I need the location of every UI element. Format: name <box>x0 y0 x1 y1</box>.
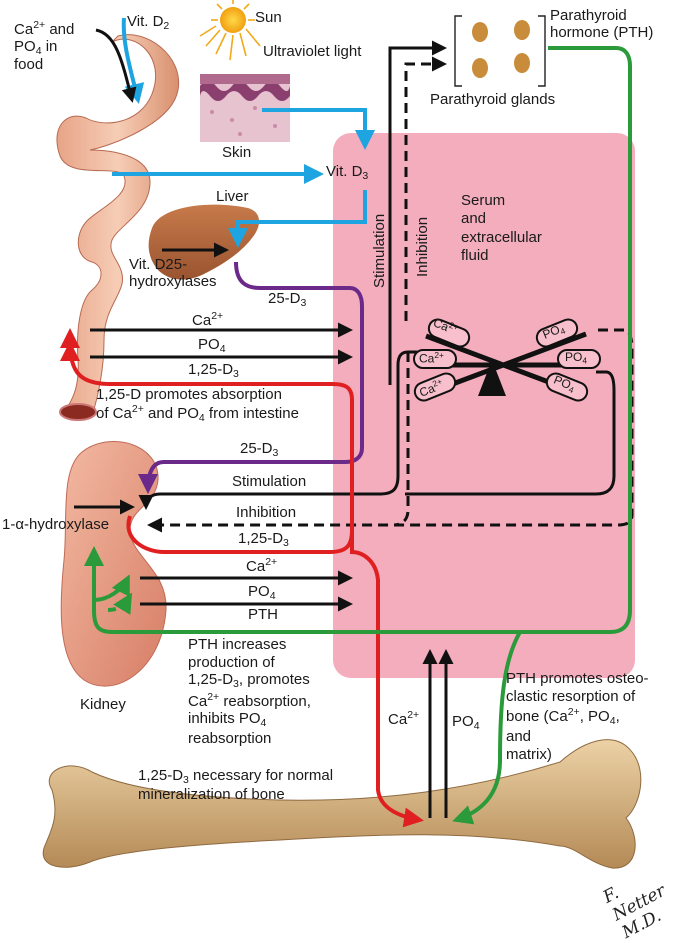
parathyroid-glands-label: Parathyroid glands <box>430 92 555 109</box>
alpha-hydroxylase-label: 1-α-hydroxylase <box>2 517 109 534</box>
intestine-phosphate-label: PO4 <box>198 337 226 356</box>
sensor-calcium-2: Ca2+ <box>419 351 444 366</box>
stimulation-vertical-label: Stimulation <box>371 214 388 288</box>
liver-label: Liver <box>216 189 249 206</box>
vitamin-d25-hydroxylases-label: Vit. D25-hydroxylases <box>129 257 217 291</box>
kidney-pth-label: PTH <box>248 607 278 624</box>
stimulation-horizontal-label: Stimulation <box>232 474 306 491</box>
kidney-calcium-label: Ca2+ <box>246 557 277 576</box>
bone-calcium-label: Ca2+ <box>388 710 419 729</box>
inhibition-horizontal-label: Inhibition <box>236 505 296 522</box>
mineral-homeostasis-diagram <box>0 0 674 909</box>
inhibition-vertical-label: Inhibition <box>414 217 431 277</box>
skin-label: Skin <box>222 145 251 162</box>
kidney-label: Kidney <box>80 697 126 714</box>
bone-phosphate-label: PO4 <box>452 714 480 733</box>
sun-label: Sun <box>255 10 282 27</box>
pth-bone-note: PTH promotes osteo-clastic resorption of… <box>506 670 649 764</box>
sun-icon <box>200 0 260 60</box>
kidney-125-d3-label: 1,25-D3 <box>238 531 289 550</box>
parathyroid-glands-illustration <box>455 16 545 86</box>
intestine-125-d3-label: 1,25-D3 <box>188 362 239 381</box>
ultraviolet-label: Ultraviolet light <box>263 44 361 61</box>
kidney-phosphate-label: PO4 <box>248 584 276 603</box>
vitamin-d2-label: Vit. D2 <box>127 14 169 33</box>
25-d3-top-label: 25-D3 <box>268 291 306 310</box>
sensor-phosphate-2: PO4 <box>565 351 587 366</box>
intestine-calcium-label: Ca2+ <box>192 311 223 330</box>
25-d3-kidney-label: 25-D3 <box>240 441 278 460</box>
vitamin-d3-label: Vit. D3 <box>326 164 368 183</box>
